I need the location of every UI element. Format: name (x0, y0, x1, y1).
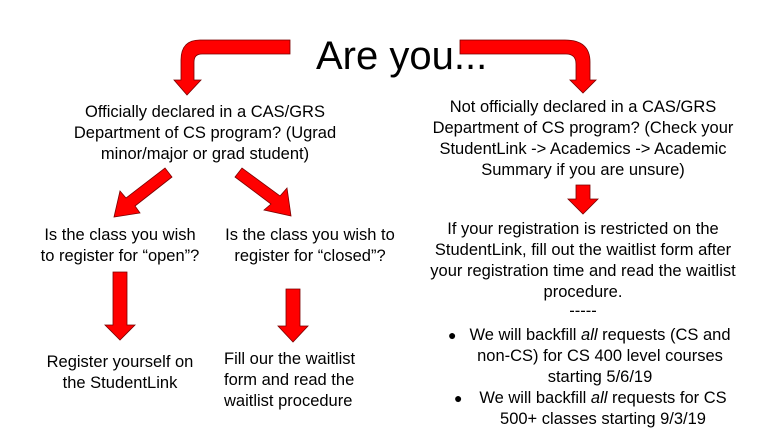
backfill-bullets: ● We will backfill all requests (CS and … (430, 325, 750, 430)
text-line: non-CS) for CS 400 level courses (477, 347, 723, 365)
text-line: Register yourself on (46, 353, 194, 371)
text-line: Not officially declared in a CAS/GRS (449, 98, 717, 116)
not-declared-question: Not officially declared in a CAS/GRS Dep… (400, 97, 766, 181)
separator: ----- (569, 302, 597, 320)
register-action: Register yourself on the StudentLink (20, 352, 220, 394)
text: We will backfill (469, 326, 582, 344)
bullet-icon: ● (454, 390, 463, 406)
bullet-icon: ● (448, 327, 457, 343)
text-line: StudentLink, fill out the waitlist form … (434, 241, 732, 259)
text-line: to register for “open”? (40, 247, 200, 265)
declared-question: Officially declared in a CAS/GRS Departm… (40, 102, 370, 165)
text-line: waitlist procedure (224, 392, 353, 410)
bent-arrow-right-icon (459, 39, 597, 94)
down-arrow-closed-icon (277, 288, 309, 343)
bent-arrow-left-icon (173, 39, 291, 96)
closed-class-question: Is the class you wish to register for “c… (215, 225, 405, 267)
text-line: Fill our the waitlist (224, 350, 356, 368)
text: requests for CS (607, 389, 727, 407)
text-line: procedure. (543, 283, 623, 301)
open-class-question: Is the class you wish to register for “o… (20, 225, 220, 267)
text-line: Officially declared in a CAS/GRS (85, 103, 325, 121)
emphasis: all (581, 326, 598, 344)
text: requests (CS and (597, 326, 731, 344)
diagonal-arrow-right-icon (234, 167, 292, 217)
diagonal-arrow-left-icon (113, 167, 173, 218)
restricted-registration-action: If your registration is restricted on th… (400, 219, 766, 319)
text: We will backfill (479, 389, 591, 407)
text-line: Is the class you wish to (225, 226, 395, 244)
page-title: Are you... (316, 34, 488, 78)
down-arrow-open-icon (104, 271, 136, 341)
text-line: starting 5/6/19 (547, 368, 653, 386)
text-line: your registration time and read the wait… (430, 262, 736, 280)
text-line: StudentLink -> Academics -> Academic (439, 140, 727, 158)
text-line: Summary if you are unsure) (481, 161, 685, 179)
text-line: the StudentLink (62, 374, 178, 392)
waitlist-action: Fill our the waitlist form and read the … (210, 349, 394, 412)
bullet-item-500-level: ● We will backfill all requests for CS 5… (430, 388, 750, 430)
text-line: If your registration is restricted on th… (447, 220, 719, 238)
text-line: Department of CS program? (Check your (432, 119, 734, 137)
text-line: form and read the (224, 371, 355, 389)
text-line: 500+ classes starting 9/3/19 (500, 410, 706, 428)
down-arrow-right-icon (567, 184, 599, 215)
text-line: Is the class you wish (44, 226, 196, 244)
bullet-item-400-level: ● We will backfill all requests (CS and … (430, 325, 750, 388)
emphasis: all (590, 389, 608, 407)
text-line: minor/major or grad student) (100, 145, 310, 163)
text-line: register for “closed”? (234, 247, 386, 265)
text-line: Department of CS program? (Ugrad (73, 124, 337, 142)
